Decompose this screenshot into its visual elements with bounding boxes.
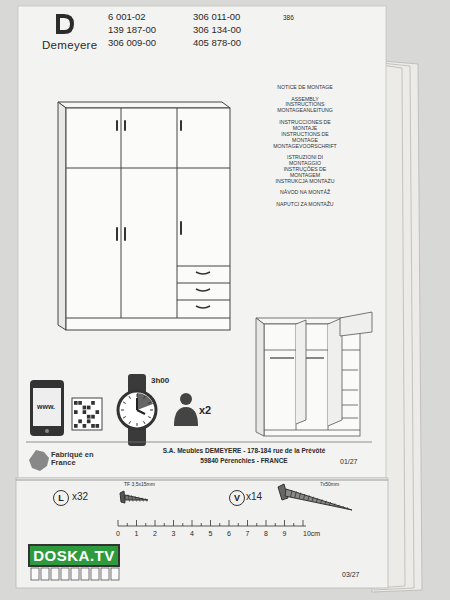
cover-sheet [18,6,386,478]
label-text: x2 [199,404,211,416]
language-title: INSTRUCTIONS DE MONTAGE [273,132,337,143]
header-text: Demeyere [42,39,97,52]
france-shape [29,450,49,471]
label-text: 2 [153,530,157,538]
phone-icon [30,380,64,436]
header-text: 386 [283,14,294,21]
label-text: www. [37,403,55,411]
label-text: 7 [246,530,250,538]
label-text: TF 3,5x15mm [124,482,155,488]
watermark-box: DOSKA.TV [28,544,120,567]
label-text: 8 [264,530,268,538]
language-title: ISTRUZIONI DI MONTAGGIO [273,155,337,166]
small-screw [120,491,148,503]
header-text: 6 001-02 [108,12,146,22]
label-text: 10cm [303,530,320,538]
label-text: Fabriqué en France [51,451,97,468]
callout-circle: L [53,490,69,506]
header-text: 306 009-00 [108,38,156,48]
watermark-keys [31,568,119,580]
wardrobe-drawing [58,102,230,330]
label-text: 59840 Pérenchies - FRANCE [200,457,287,464]
header-text: 306 011-00 [193,12,240,22]
watermark-text: DOSKA.TV [33,548,115,563]
watch-icon [118,374,156,446]
label-text: 6 [227,530,231,538]
second-sheet [16,478,388,588]
label-text: 1 [135,530,139,538]
label-text: 4 [190,530,194,538]
footer-rule [26,442,372,443]
label-text: 01/27 [340,458,358,466]
label-text: x32 [72,491,88,502]
language-title: NAPUTCI ZA MONTAŽU [273,202,337,208]
language-title: INSTRUÇÕES DE MONTAGEM [273,167,337,178]
qr-code [72,398,102,430]
language-title: ASSEMBLY INSTRUCTIONS [273,97,337,108]
callout-letter: L [58,494,64,503]
open-wardrobe-drawing [256,312,372,436]
label-text: S.A. Meubles DEMEYERE - 178-184 rue de l… [163,447,326,454]
language-title: NOTICE DE MONTAGE [273,85,337,91]
header-text: 139 187-00 [108,25,156,35]
label-text: 03/27 [342,571,360,579]
header-text: 405 878-00 [193,38,241,48]
label-text: 9 [283,530,287,538]
long-screw [278,484,352,510]
language-title: INSTRUCCIONES DE MONTAJE [273,120,337,131]
person-icon [174,393,198,426]
language-title: INSTRUKCJA MONTAŻU [273,179,337,185]
header-text: 306 134-00 [193,25,241,35]
language-title: NÁVOD NA MONTÁŽ [273,190,337,196]
label-text: 7x50mm [320,482,339,488]
label-text: 3h00 [151,377,169,386]
label-text: 3 [172,530,176,538]
ruler-scale [118,520,306,526]
label-text: 0 [116,530,120,538]
language-title: MONTAGEVOORSCHRIFT [273,144,337,150]
logo-mark [56,14,74,34]
language-title: MONTAGEANLEITUNG [273,108,337,114]
callout-circle: V [229,490,245,506]
callout-letter: V [234,494,240,503]
label-text: x14 [246,491,262,502]
label-text: 5 [209,530,213,538]
